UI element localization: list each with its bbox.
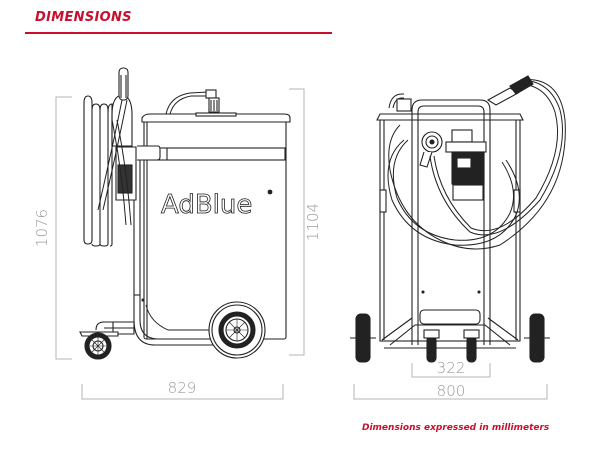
side-view-dimensions: [55, 88, 305, 400]
side-view-drawing: AdBlue: [79, 67, 291, 360]
dimension-height-1104: 1104: [304, 203, 322, 241]
dimension-height-1076: 1076: [33, 209, 51, 247]
dimension-width-322: 322: [437, 359, 466, 377]
units-footnote: Dimensions expressed in millimeters: [362, 423, 550, 433]
front-view-dimensions: [353, 363, 548, 400]
dimension-width-800: 800: [437, 382, 466, 400]
adblue-logo: AdBlue: [161, 190, 252, 220]
title-underline: [25, 32, 332, 34]
dimension-length-829: 829: [168, 379, 197, 397]
section-title: DIMENSIONS: [35, 10, 132, 25]
front-view-drawing: [350, 75, 566, 363]
